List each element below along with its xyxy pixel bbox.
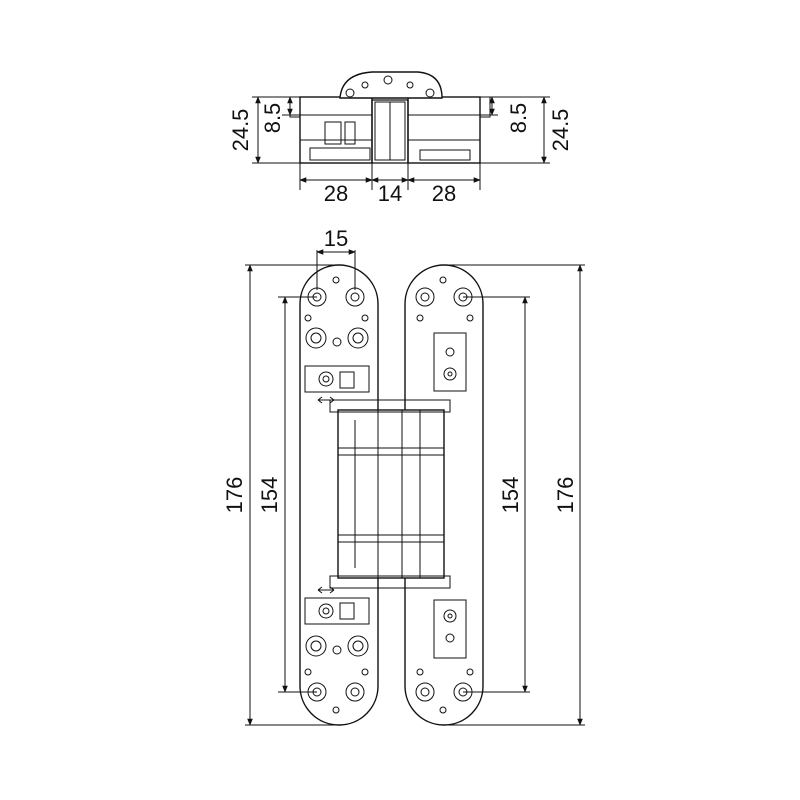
dim-hole-spacing: 15 — [324, 226, 348, 251]
dim-length-inner-right: 154 — [498, 477, 523, 514]
dim-length-outer-right: 176 — [553, 477, 578, 514]
front-view — [299, 264, 484, 726]
dim-width-right: 28 — [432, 181, 456, 206]
top-view — [289, 71, 491, 164]
dim-depth-right: 8.5 — [506, 103, 531, 134]
dim-width-left: 28 — [324, 181, 348, 206]
dim-depth-left: 8.5 — [260, 103, 285, 134]
dim-width-center: 14 — [378, 181, 402, 206]
dim-length-outer-left: 176 — [222, 477, 247, 514]
top-view-dimensions: 24.5 8.5 8.5 24.5 28 14 28 — [228, 96, 573, 206]
dim-length-inner-left: 154 — [257, 477, 282, 514]
dim-height-left: 24.5 — [228, 109, 253, 152]
dim-height-right: 24.5 — [548, 109, 573, 152]
front-view-dimensions: 15 176 154 154 176 — [222, 226, 585, 726]
